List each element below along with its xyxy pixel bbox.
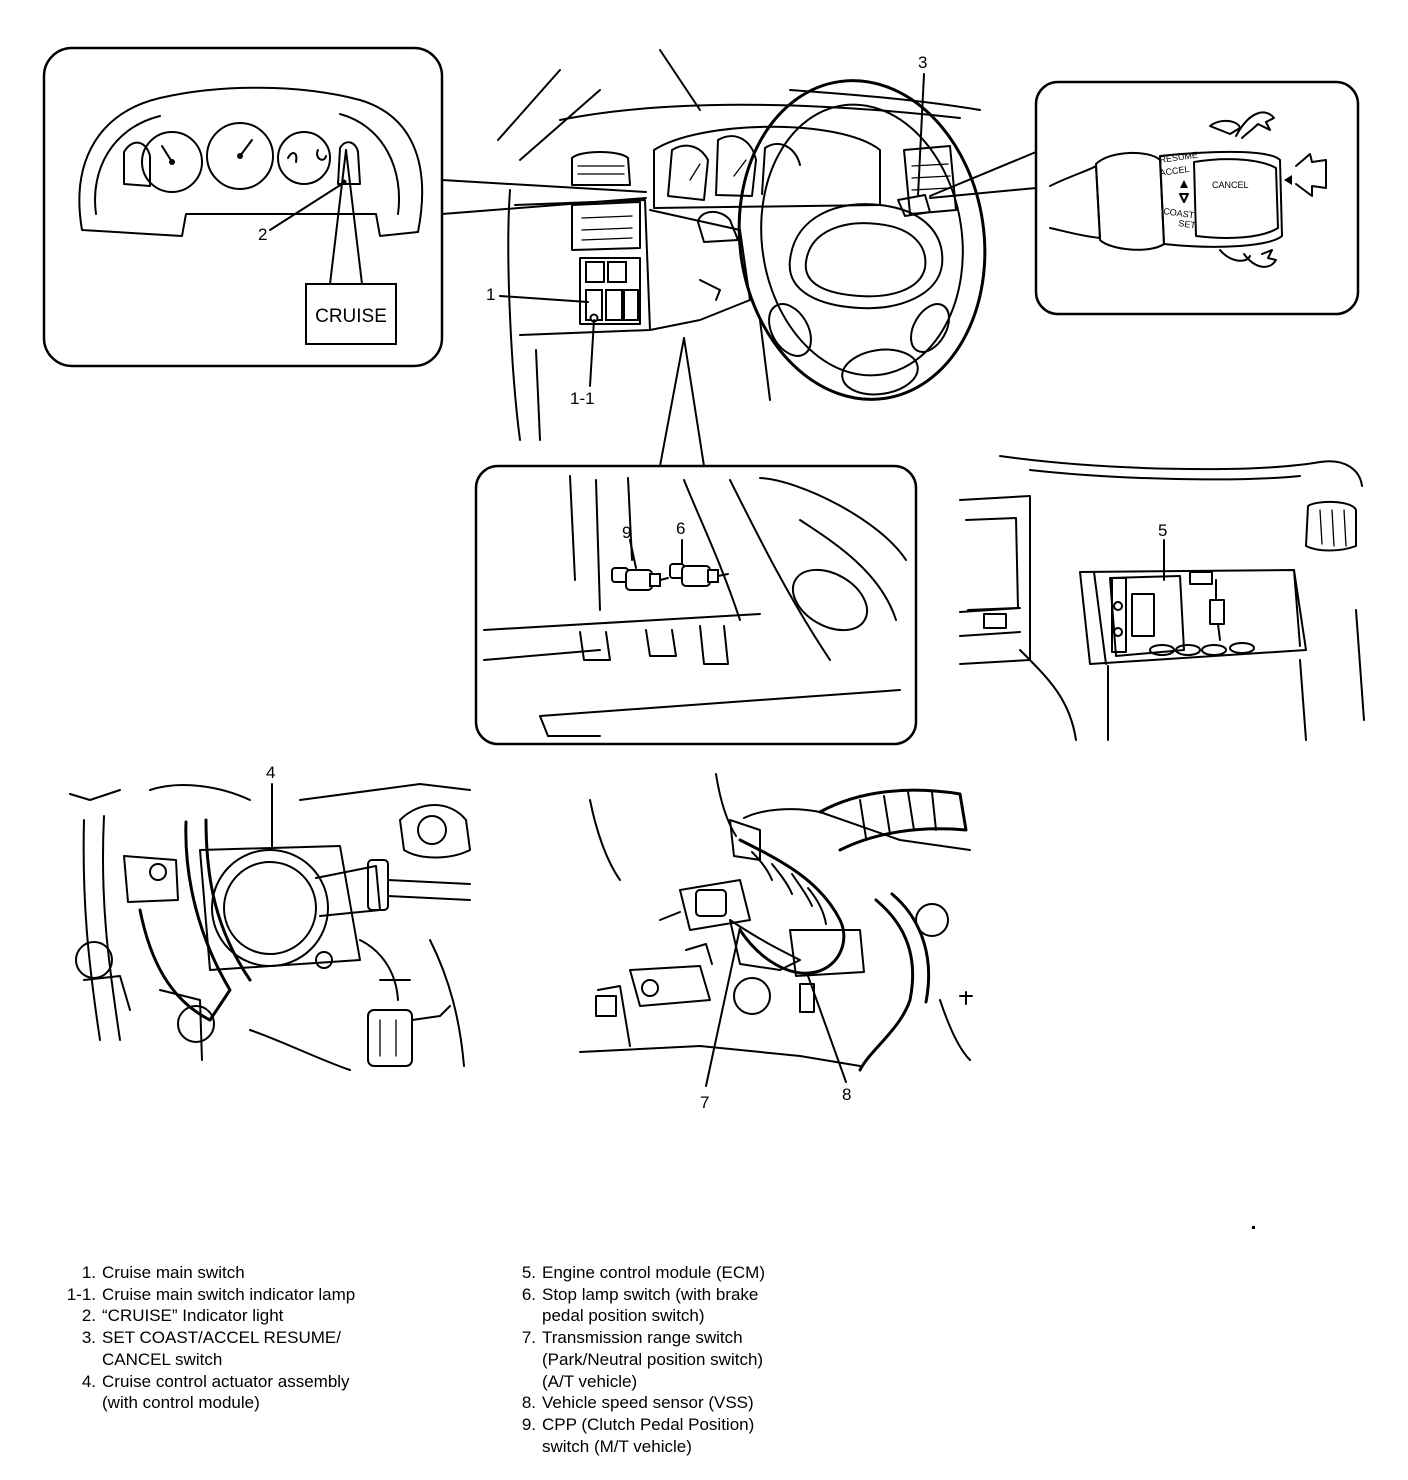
stalk-set-label: SET (1178, 218, 1197, 230)
component-location-diagram: CRUISE 2 RESUME ACCEL COAST SET CANCEL 3 (0, 0, 1408, 1112)
legend-text: Engine control module (ECM) (542, 1263, 765, 1282)
legend-text: Cruise main switch (102, 1263, 245, 1282)
cruise-label-text: CRUISE (315, 306, 387, 327)
stalk-leader-wedge (930, 152, 1036, 198)
legend-text: CPP (Clutch Pedal Position) (542, 1414, 755, 1434)
callout-2: 2 (258, 225, 267, 244)
legend-number: 5. (521, 1263, 536, 1282)
legend-text: Stop lamp switch (with brake (542, 1284, 759, 1304)
legend-item: 2. “CRUISE” Indicator light (56, 1305, 436, 1327)
legend-text: (A/T vehicle) (542, 1371, 638, 1391)
legend-item: 1. Cruise main switch (56, 1262, 436, 1284)
instrument-cluster-inset: CRUISE 2 (44, 48, 442, 366)
cruise-actuator-illustration: 4 (70, 763, 470, 1070)
legend-item: 5. Engine control module (ECM) (496, 1262, 826, 1284)
cruise-label-box (306, 284, 396, 344)
cruise-stalk-inset: RESUME ACCEL COAST SET CANCEL (1036, 82, 1358, 314)
callout-5: 5 (1158, 521, 1167, 540)
legend-number: 8. (521, 1393, 536, 1413)
callout-7: 7 (700, 1093, 709, 1112)
legend-text: Cruise control actuator assembly (102, 1371, 350, 1391)
stalk-accel-label: ACCEL (1159, 164, 1190, 178)
overview-callouts: 3 1 1-1 (486, 53, 927, 466)
legend-item: 8. Vehicle speed sensor (VSS) (496, 1392, 826, 1414)
legend-text: Cruise main switch indicator lamp (102, 1284, 356, 1304)
stray-dot (1252, 1226, 1255, 1229)
legend-text: “CRUISE” Indicator light (102, 1306, 284, 1326)
legend-text: Transmission range switch (542, 1328, 743, 1348)
callout-4: 4 (266, 763, 275, 782)
pedal-switch-inset: 9 6 (476, 466, 916, 744)
legend-item: 7. Transmission range switch (Park/Neutr… (496, 1327, 826, 1392)
legend-item: 9. CPP (Clutch Pedal Position) switch (M… (496, 1414, 826, 1457)
cluster-leader-wedge (442, 180, 646, 214)
callout-1-1: 1-1 (570, 389, 595, 408)
callout-9: 9 (622, 523, 631, 542)
legend-item: 3. SET COAST/ACCEL RESUME/ CANCEL switch (56, 1327, 436, 1370)
callout-6: 6 (676, 519, 685, 538)
stalk-coast-label: COAST (1163, 206, 1196, 220)
legend-item: 6. Stop lamp switch (with brake pedal po… (496, 1284, 826, 1327)
legend-text: pedal position switch) (542, 1306, 705, 1326)
legend-text: SET COAST/ACCEL RESUME/ (102, 1328, 341, 1348)
legend-number: 1-1. (66, 1284, 96, 1304)
legend-left: 1. Cruise main switch 1-1. Cruise main s… (56, 1262, 436, 1414)
legend-text: switch (M/T vehicle) (542, 1436, 692, 1456)
legend-number: 2. (81, 1306, 96, 1326)
legend-number: 7. (521, 1328, 536, 1348)
legend-text: (Park/Neutral position switch) (542, 1349, 764, 1369)
stalk-cancel-label: CANCEL (1212, 180, 1249, 190)
callout-1: 1 (486, 285, 495, 304)
legend-text: (with control module) (102, 1393, 260, 1413)
ecm-location-illustration: 5 (960, 456, 1364, 740)
legend-item: 4. Cruise control actuator assembly (wit… (56, 1371, 436, 1414)
legend-item: 1-1. Cruise main switch indicator lamp (56, 1284, 436, 1306)
legend-number: 4. (81, 1371, 96, 1391)
dashboard-overview-illustration (498, 50, 1005, 440)
legend-text: Vehicle speed sensor (VSS) (542, 1393, 754, 1413)
callout-8: 8 (842, 1085, 851, 1104)
legend-number: 9. (521, 1414, 536, 1434)
legend-number: 3. (81, 1328, 96, 1348)
transmission-illustration: 7 8 (580, 774, 972, 1112)
legend-right: 5. Engine control module (ECM) 6. Stop l… (496, 1262, 826, 1457)
legend-number: 1. (81, 1263, 96, 1282)
legend-text: CANCEL switch (102, 1349, 223, 1369)
callout-3: 3 (918, 53, 927, 72)
legend-number: 6. (521, 1284, 536, 1304)
